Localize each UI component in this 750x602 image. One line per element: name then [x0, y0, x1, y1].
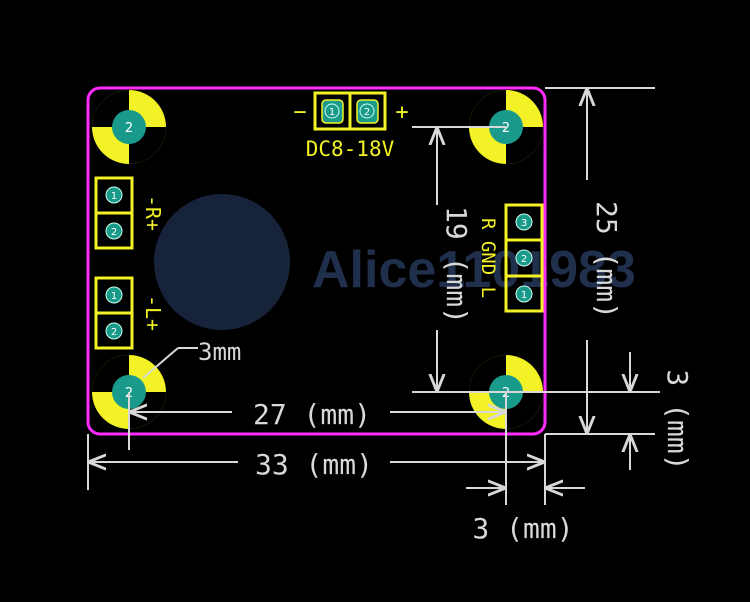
pad-number: 2: [521, 254, 527, 265]
dimension-label: 3 (mm): [661, 369, 694, 470]
power-label: DC8-18V: [306, 137, 395, 161]
pad-number: 2: [502, 121, 510, 136]
left-input-connector: 1 2 -L+: [94, 276, 165, 350]
dimension-edge-offset-y: 3 (mm): [630, 352, 694, 471]
power-plus-label: +: [395, 100, 408, 125]
pad-number: 2: [125, 121, 133, 136]
pad-number: 1: [111, 291, 117, 302]
left-input-label: -L+: [141, 295, 165, 331]
dimension-label: 33 (mm): [255, 448, 373, 481]
watermark: Alice1101983: [154, 194, 636, 330]
pad-number: 1: [329, 107, 335, 118]
dimension-board-height: 25 (mm): [545, 87, 655, 435]
pad-number: 1: [111, 191, 117, 202]
dimension-label: 3 (mm): [472, 512, 573, 545]
pad-number: 2: [111, 227, 117, 238]
power-connector: 1 2 − + DC8-18V: [293, 91, 409, 161]
power-minus-label: −: [293, 100, 306, 125]
pad-number: 2: [111, 327, 117, 338]
dimension-board-width: 33 (mm): [87, 434, 546, 505]
right-input-label: -R+: [141, 195, 165, 231]
dimension-edge-offset-x: 3 (mm): [466, 488, 585, 545]
output-header-label: R GND L: [477, 218, 499, 298]
output-header: 3 2 1 R GND L: [477, 203, 544, 313]
dimension-hole-spacing-x: 27 (mm): [128, 392, 507, 505]
pad-number: 3: [521, 218, 527, 229]
watermark-text: Alice1101983: [312, 241, 636, 299]
dimension-label: 27 (mm): [253, 398, 371, 431]
board-outline: [86, 86, 547, 436]
mounting-hole-top-left: 2: [92, 90, 166, 164]
dimension-label: 19 (mm): [440, 206, 473, 324]
mounting-hole-top-right: 2: [469, 90, 543, 164]
right-input-connector: 1 2 -R+: [94, 176, 165, 250]
watermark-logo: [154, 194, 290, 330]
pad-number: 2: [364, 107, 370, 118]
pad-number: 1: [521, 290, 527, 301]
dimension-hole-spacing-y: 19 (mm): [412, 126, 660, 393]
hole-size-label: 3mm: [198, 338, 241, 366]
dimension-label: 25 (mm): [590, 201, 623, 319]
hole-callout: 3mm: [142, 338, 241, 379]
